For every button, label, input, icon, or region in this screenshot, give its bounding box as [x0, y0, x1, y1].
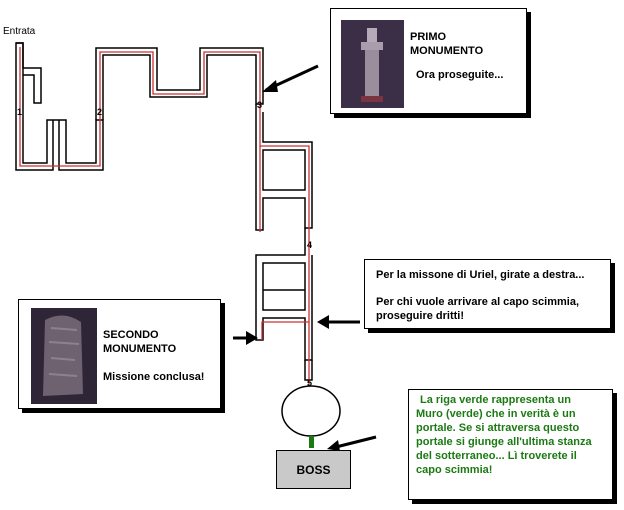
arrowhead: [262, 80, 278, 92]
second-monument-title-2: MONUMENTO: [103, 343, 177, 355]
first-monument-callout: PRIMO MONUMENTO Ora proseguite...: [330, 8, 527, 114]
boss-room: BOSS: [276, 450, 351, 489]
green-wall-line-6: capo scimmia!: [416, 464, 493, 476]
entrance-label: Entrata: [3, 26, 36, 37]
directions-line-1: Per la missone di Uriel, girate a destra…: [376, 269, 585, 281]
waypoint-1: 1: [17, 107, 23, 117]
map-wall: [255, 104, 313, 231]
second-monument-title-1: SECONDO: [103, 329, 159, 341]
second-monument-text: Missione conclusa!: [103, 371, 205, 383]
arrowhead: [246, 331, 258, 345]
green-wall-line-1: La riga verde rappresenta un: [420, 394, 571, 406]
route-line: [19, 47, 310, 390]
map-wall: [16, 42, 42, 104]
directions-callout: Per la missone di Uriel, girate a destra…: [364, 259, 611, 329]
boss-chamber: [281, 385, 341, 437]
first-monument-title-1: PRIMO: [410, 31, 447, 43]
waypoint-2: 2: [97, 107, 103, 117]
directions-line-3: proseguire dritti!: [376, 310, 465, 322]
arrowhead: [317, 315, 329, 329]
map-wall: [255, 228, 313, 361]
map-wall: [95, 47, 264, 120]
second-monument-callout: SECONDO MONUMENTO Missione conclusa!: [18, 299, 221, 409]
map-wall: [262, 262, 306, 311]
first-monument-text: Ora proseguite...: [416, 69, 504, 81]
second-monument-photo: [31, 308, 97, 404]
green-portal-wall: [309, 436, 314, 448]
green-wall-line-3: portale. Se si attraversa questo: [416, 422, 580, 434]
green-wall-line-2: Muro (verde) che in verità è un: [416, 408, 576, 420]
green-wall-line-5: del sotterraneo... Lì troverete il: [416, 450, 577, 462]
green-wall-line-4: portale si giunge all'ultima stanza: [416, 436, 592, 448]
green-wall-callout: La riga verde rappresenta un Muro (verde…: [408, 389, 613, 500]
arrow-green-wall: [331, 435, 377, 450]
route-branch: [261, 321, 309, 340]
first-monument-photo: [341, 20, 404, 108]
directions-line-2: Per chi vuole arrivare al capo scimmia,: [376, 296, 579, 308]
first-monument-title-2: MONUMENTO: [410, 45, 484, 57]
waypoint-4: 4: [307, 240, 313, 250]
waypoint-3: 3: [257, 100, 263, 110]
arrowhead: [327, 440, 340, 451]
waypoint-5: 5: [307, 378, 313, 388]
map-wall: [15, 42, 104, 171]
map-wall: [262, 149, 306, 191]
